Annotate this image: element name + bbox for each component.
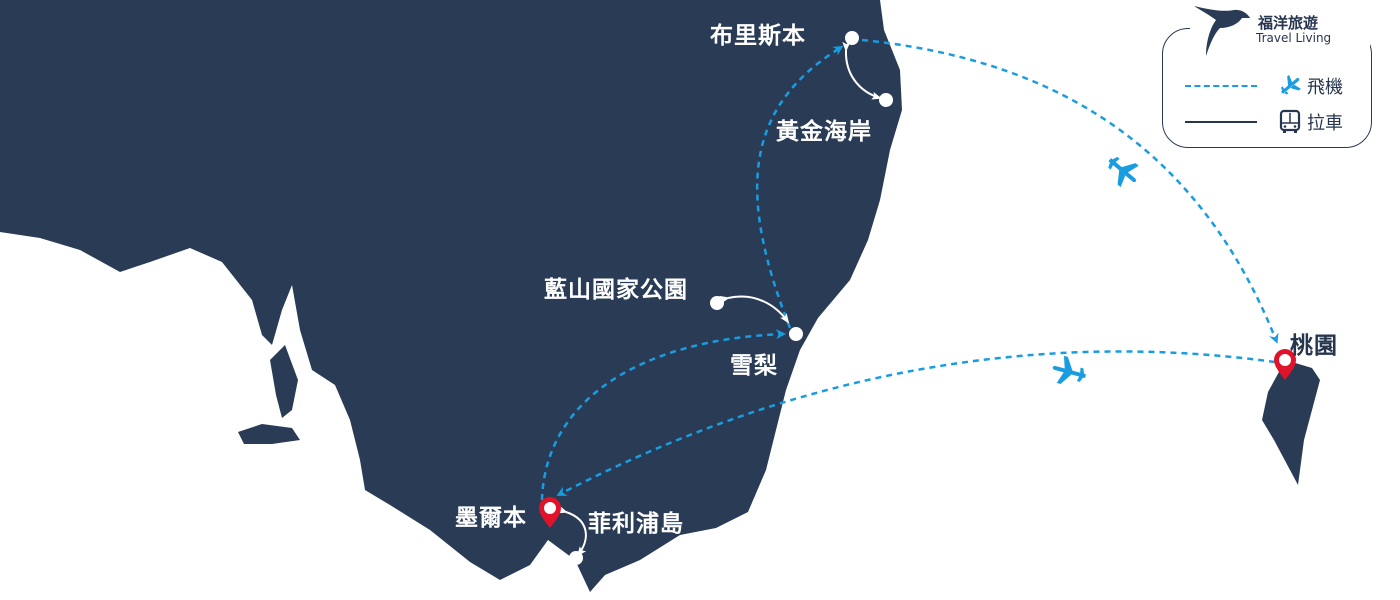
flight-routes <box>540 38 1279 501</box>
bluemountains-dot <box>710 296 724 310</box>
brand-name-cn: 福洋旅遊 <box>1258 14 1319 32</box>
bus-sydney-bluemountains <box>719 295 790 324</box>
label-brisbane: 布里斯本 <box>710 23 806 49</box>
ground-routes <box>557 41 882 557</box>
legend-flight: 飛機 <box>1185 71 1365 101</box>
bus-brisbane-goldcoast <box>842 41 882 100</box>
flight-brisbane-taoyuan <box>861 38 1279 344</box>
label-gold-coast: 黃金海岸 <box>776 119 872 145</box>
bus-icon <box>1279 109 1301 133</box>
goldcoast-dot <box>879 93 893 107</box>
taiwan <box>1262 362 1320 485</box>
yorke-peninsula <box>270 345 298 418</box>
dashed-line-swatch <box>1185 85 1257 87</box>
legend-flight-label: 飛機 <box>1307 77 1343 98</box>
phillip-dot <box>569 551 583 565</box>
melbourne-pin-icon <box>539 497 561 528</box>
city-dots <box>569 31 893 565</box>
airplane-icon <box>1108 156 1139 188</box>
solid-line-swatch <box>1185 121 1257 123</box>
sydney-dot <box>789 327 803 341</box>
bus-melbourne-phillip <box>557 505 587 557</box>
airplane-icon <box>1052 355 1086 384</box>
legend-bus: 拉車 <box>1185 107 1365 137</box>
taoyuan-pin-icon <box>1274 349 1296 380</box>
australia-landmass <box>0 0 902 592</box>
brand-logo: 福洋旅遊 Travel Living <box>1190 2 1370 58</box>
flight-melbourne-sydney <box>540 329 786 501</box>
label-phillip-island: 菲利浦島 <box>588 511 684 537</box>
label-melbourne: 墨爾本 <box>455 505 527 531</box>
label-sydney: 雪梨 <box>730 353 778 379</box>
airplane-icon <box>1280 74 1301 95</box>
flight-sydney-brisbane <box>755 45 844 329</box>
flight-taoyuan-melbourne <box>556 350 1276 496</box>
label-blue-mountains: 藍山國家公園 <box>544 277 688 303</box>
brand-name-en: Travel Living <box>1256 31 1332 45</box>
brisbane-dot <box>845 31 859 45</box>
label-taoyuan: 桃園 <box>1290 333 1338 359</box>
eagle-logo-icon <box>1194 6 1250 56</box>
kangaroo-island <box>238 424 300 444</box>
legend-bus-label: 拉車 <box>1307 113 1343 134</box>
